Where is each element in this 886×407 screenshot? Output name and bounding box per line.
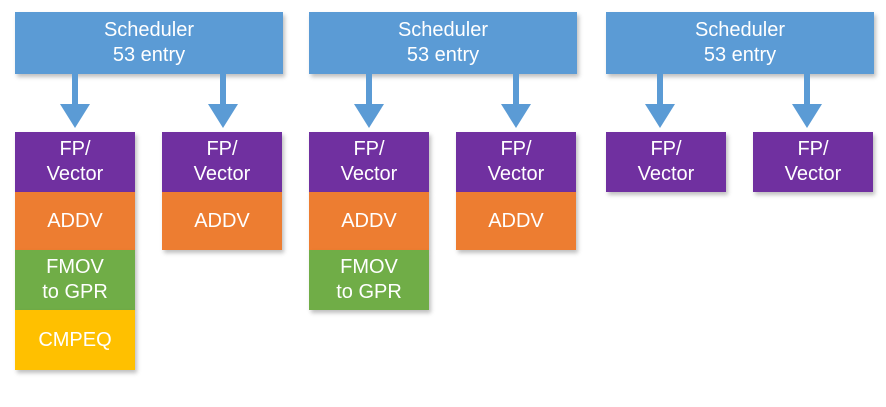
down-arrow-icon (645, 74, 675, 128)
fp-label: FP/ (500, 138, 532, 160)
fmov-box-1: FMOV to GPR (15, 250, 135, 310)
fp-vector-box-3: FP/ Vector (309, 132, 429, 192)
down-arrow-icon (208, 74, 238, 128)
vector-label: Vector (784, 163, 842, 185)
down-arrow-icon (354, 74, 384, 128)
scheduler-label: Scheduler (397, 19, 489, 41)
down-arrow-icon (501, 74, 531, 128)
scheduler-box-1: Scheduler 53 entry (15, 12, 283, 74)
fp-vector-box-2: FP/ Vector (162, 132, 282, 192)
scheduler-label: Scheduler (694, 19, 786, 41)
fmov-label-line1: FMOV (340, 256, 398, 278)
addv-box-1: ADDV (15, 192, 135, 250)
scheduler-entries: 53 entry (112, 44, 186, 66)
fp-label: FP/ (206, 138, 238, 160)
scheduler-box-3: Scheduler 53 entry (606, 12, 874, 74)
scheduler-entries: 53 entry (703, 44, 777, 66)
addv-label: ADDV (488, 209, 544, 232)
fp-vector-box-5: FP/ Vector (606, 132, 726, 192)
fp-label: FP/ (650, 138, 682, 160)
fp-vector-box-6: FP/ Vector (753, 132, 873, 192)
fmov-label-line2: to GPR (42, 281, 108, 303)
cmpeq-label: CMPEQ (38, 328, 112, 351)
fp-vector-box-4: FP/ Vector (456, 132, 576, 192)
addv-label: ADDV (341, 209, 397, 232)
fmov-label-line2: to GPR (336, 281, 402, 303)
scheduler-entries: 53 entry (406, 44, 480, 66)
fp-label: FP/ (59, 138, 91, 160)
addv-label: ADDV (47, 209, 103, 232)
fp-label: FP/ (353, 138, 385, 160)
cmpeq-box: CMPEQ (15, 310, 135, 370)
down-arrow-icon (60, 74, 90, 128)
addv-box-3: ADDV (309, 192, 429, 250)
vector-label: Vector (637, 163, 695, 185)
vector-label: Vector (46, 163, 104, 185)
scheduler-box-2: Scheduler 53 entry (309, 12, 577, 74)
vector-label: Vector (340, 163, 398, 185)
fp-vector-box-1: FP/ Vector (15, 132, 135, 192)
fmov-label-line1: FMOV (46, 256, 104, 278)
down-arrow-icon (792, 74, 822, 128)
addv-box-4: ADDV (456, 192, 576, 250)
vector-label: Vector (193, 163, 251, 185)
vector-label: Vector (487, 163, 545, 185)
addv-box-2: ADDV (162, 192, 282, 250)
fp-label: FP/ (797, 138, 829, 160)
scheduler-label: Scheduler (103, 19, 195, 41)
addv-label: ADDV (194, 209, 250, 232)
fmov-box-2: FMOV to GPR (309, 250, 429, 310)
